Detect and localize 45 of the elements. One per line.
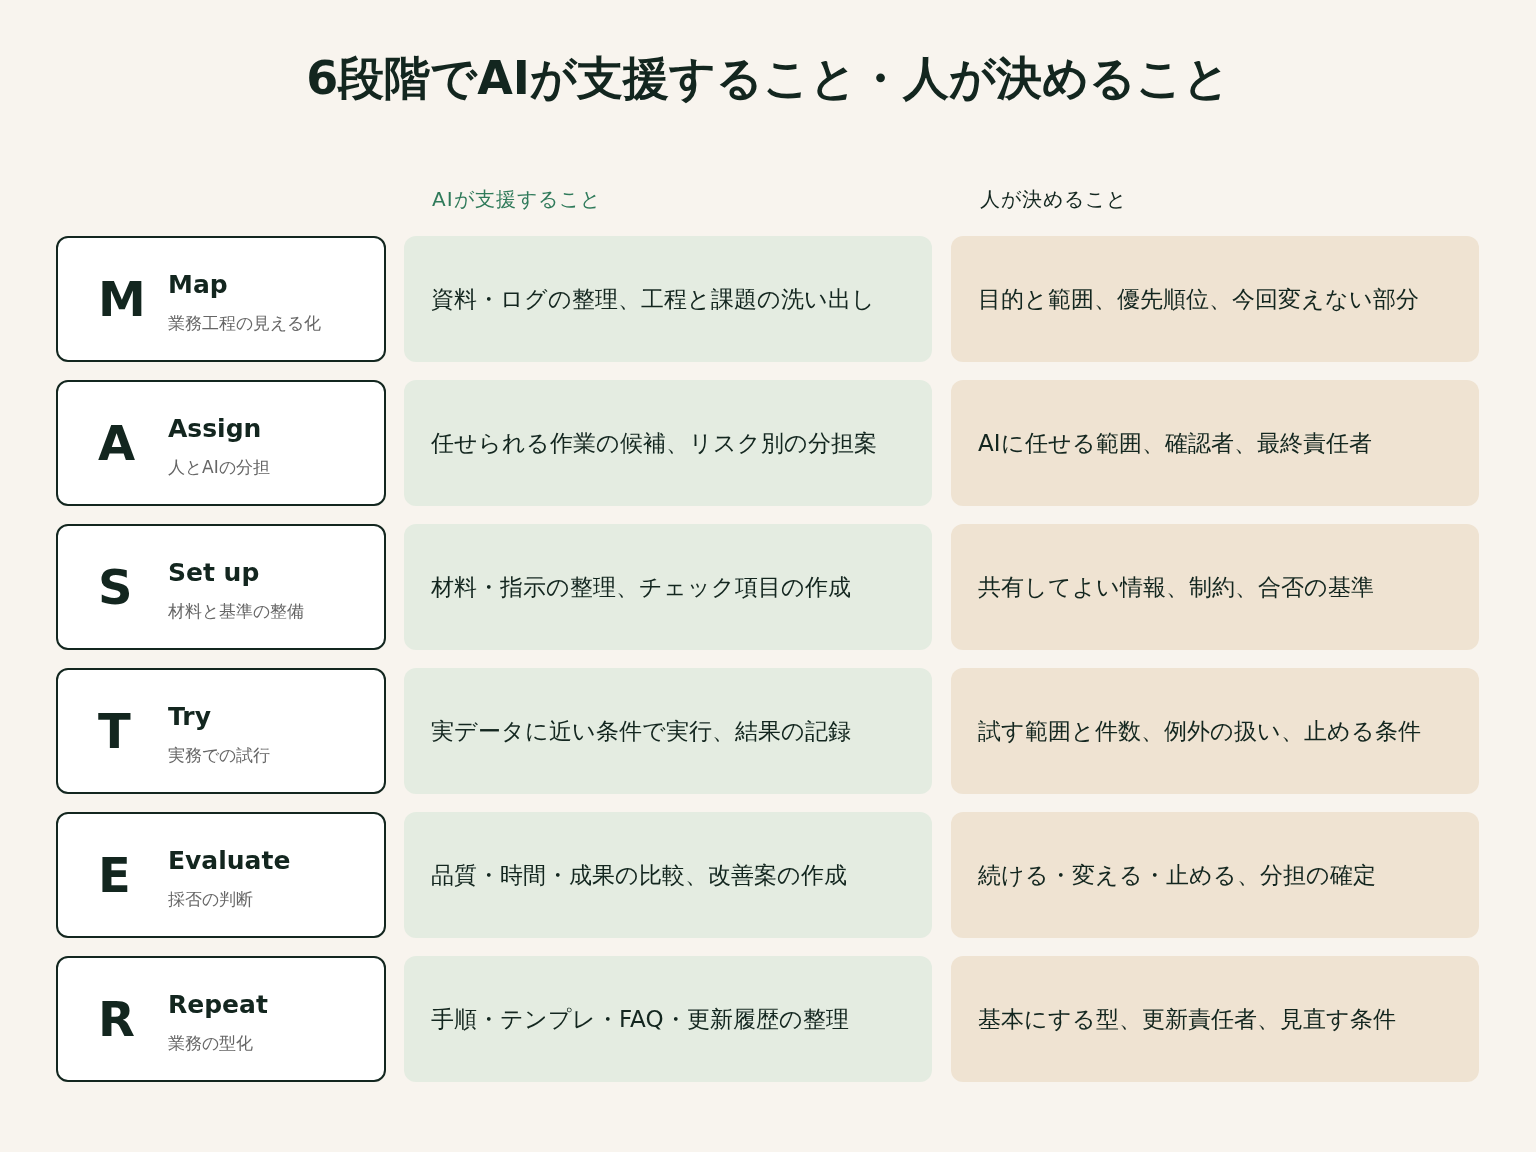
step-name: Evaluate [168,846,291,875]
human-decision-card [951,956,1479,1082]
column-header: 人が決めること [980,186,1127,213]
step-name: Try [168,702,211,731]
step-card [56,380,386,506]
step-name: Set up [168,558,260,587]
step-letter: S [98,559,133,615]
step-card [56,956,386,1082]
step-description: 実務での試行 [168,744,270,767]
step-letter: E [98,847,131,903]
step-name: Assign [168,414,262,443]
ai-task-text: 実データに近い条件で実行、結果の記録 [431,716,851,746]
step-description: 採否の判断 [168,888,253,911]
human-decision-card [951,812,1479,938]
ai-task-text: 材料・指示の整理、チェック項目の作成 [431,572,851,602]
ai-task-text: 品質・時間・成果の比較、改善案の作成 [431,860,847,890]
step-letter: T [98,703,131,759]
step-name: Repeat [168,990,268,1019]
human-decision-card [951,668,1479,794]
step-card [56,668,386,794]
decision-text: 共有してよい情報、制約、合否の基準 [978,572,1374,602]
step-card [56,236,386,362]
decision-text: 基本にする型、更新責任者、見直す条件 [978,1004,1396,1034]
decision-text: 試す範囲と件数、例外の扱い、止める条件 [978,716,1421,746]
human-decision-card [951,524,1479,650]
human-decision-card [951,236,1479,362]
step-letter: M [98,271,146,327]
decision-text: 目的と範囲、優先順位、今回変えない部分 [978,284,1419,314]
ai-task-text: 資料・ログの整理、工程と課題の洗い出し [431,284,875,314]
step-letter: A [98,415,136,471]
decision-text: 続ける・変える・止める、分担の確定 [978,860,1376,890]
step-name: Map [168,270,228,299]
ai-task-text: 手順・テンプレ・FAQ・更新履歴の整理 [431,1004,849,1034]
step-letter: R [98,991,135,1047]
column-header: AIが支援すること [432,186,601,213]
human-decision-card [951,380,1479,506]
step-description: 業務工程の見える化 [168,312,321,335]
ai-task-text: 任せられる作業の候補、リスク別の分担案 [431,428,877,458]
step-description: 業務の型化 [168,1032,253,1055]
title: 6段階でAIが支援すること・人が決めること [305,50,1231,107]
step-description: 材料と基準の整備 [168,600,304,623]
step-description: 人とAIの分担 [168,456,270,479]
step-card [56,812,386,938]
step-card [56,524,386,650]
decision-text: AIに任せる範囲、確認者、最終責任者 [978,428,1372,458]
